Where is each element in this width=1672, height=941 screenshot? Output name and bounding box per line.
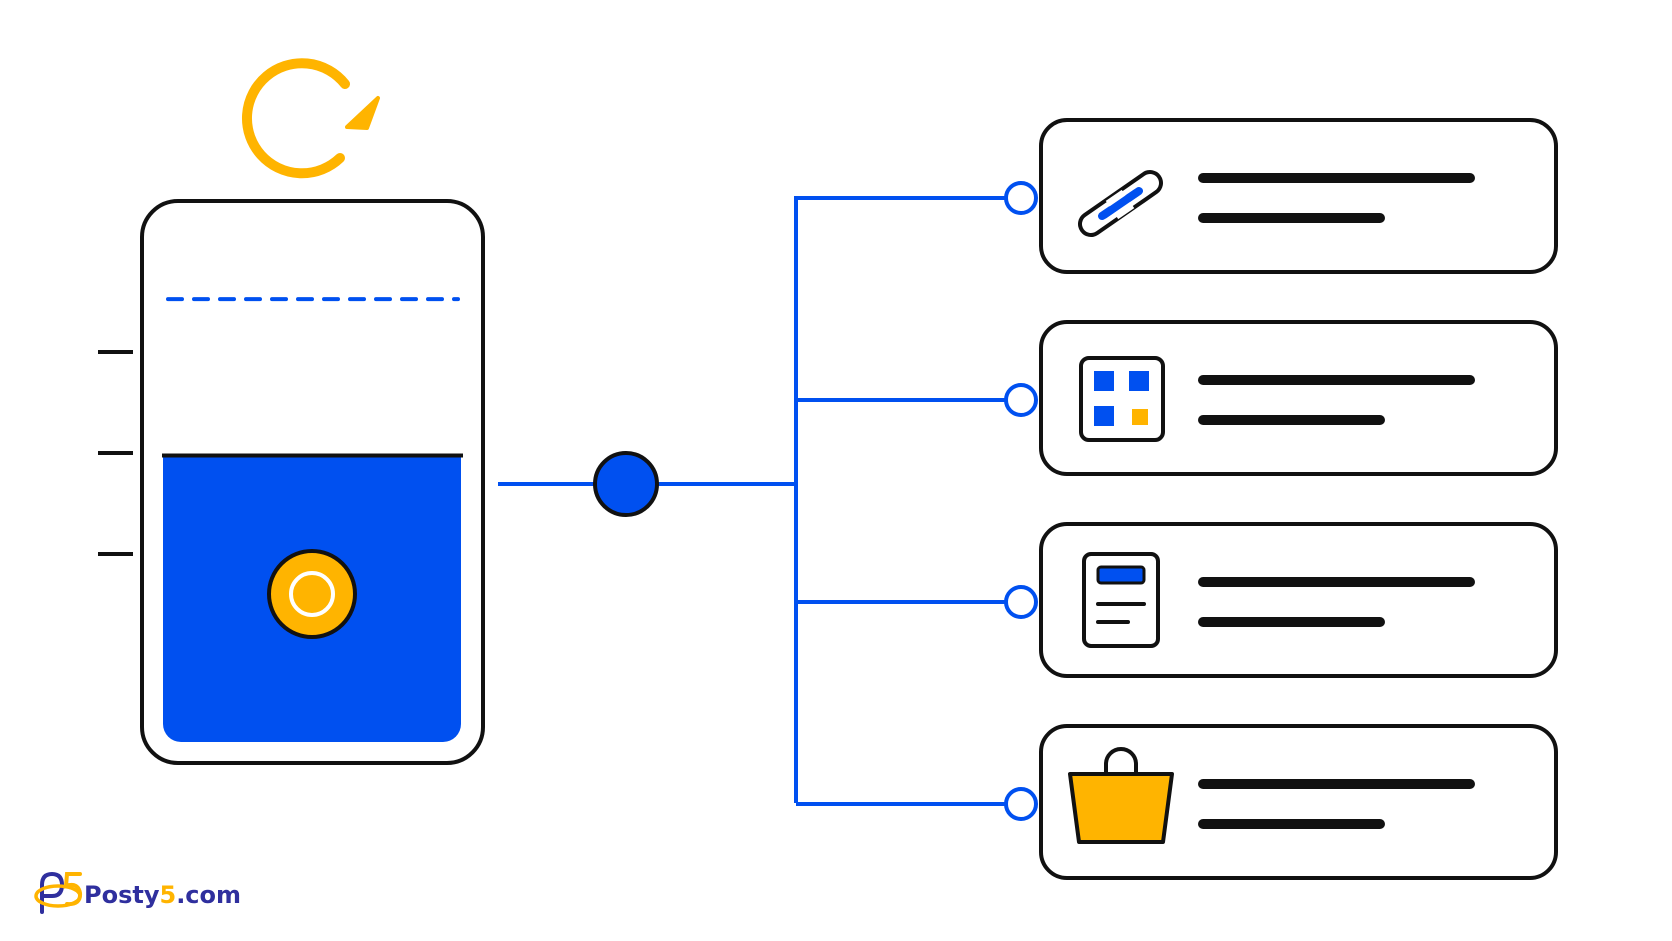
card-frame — [1039, 724, 1558, 880]
card-frame — [1039, 118, 1558, 274]
hub-node — [593, 451, 659, 517]
tank-liquid-top — [163, 455, 461, 480]
refresh-arrow-icon — [241, 58, 380, 179]
card-frame — [1039, 320, 1558, 476]
coin-icon — [267, 549, 357, 639]
card — [1039, 724, 1558, 880]
connector-network — [498, 181, 1038, 821]
document-icon — [1082, 552, 1160, 648]
container-tank — [140, 199, 485, 765]
branch-lines — [796, 181, 1038, 821]
card — [1039, 118, 1558, 274]
shopping-bag-icon — [1068, 747, 1174, 844]
brand-name-part1: Posty — [84, 881, 160, 909]
branch-endpoint — [1004, 585, 1038, 619]
scale-ticks — [98, 350, 133, 556]
posty5-logo-mark-icon — [34, 871, 83, 914]
branch-endpoint — [1004, 181, 1038, 215]
card-list — [1039, 118, 1558, 880]
branch-endpoint — [1004, 787, 1038, 821]
grid-icon — [1079, 356, 1165, 442]
card-frame — [1039, 522, 1558, 678]
card — [1039, 320, 1558, 476]
branch-endpoint — [1004, 383, 1038, 417]
brand-name-part3: .com — [176, 881, 241, 909]
card — [1039, 522, 1558, 678]
brand-logo: Posty5.com — [34, 871, 241, 914]
brand-wordmark: Posty5.com — [84, 881, 241, 909]
link-icon — [1078, 170, 1163, 237]
brand-name-part2: 5 — [159, 881, 176, 909]
